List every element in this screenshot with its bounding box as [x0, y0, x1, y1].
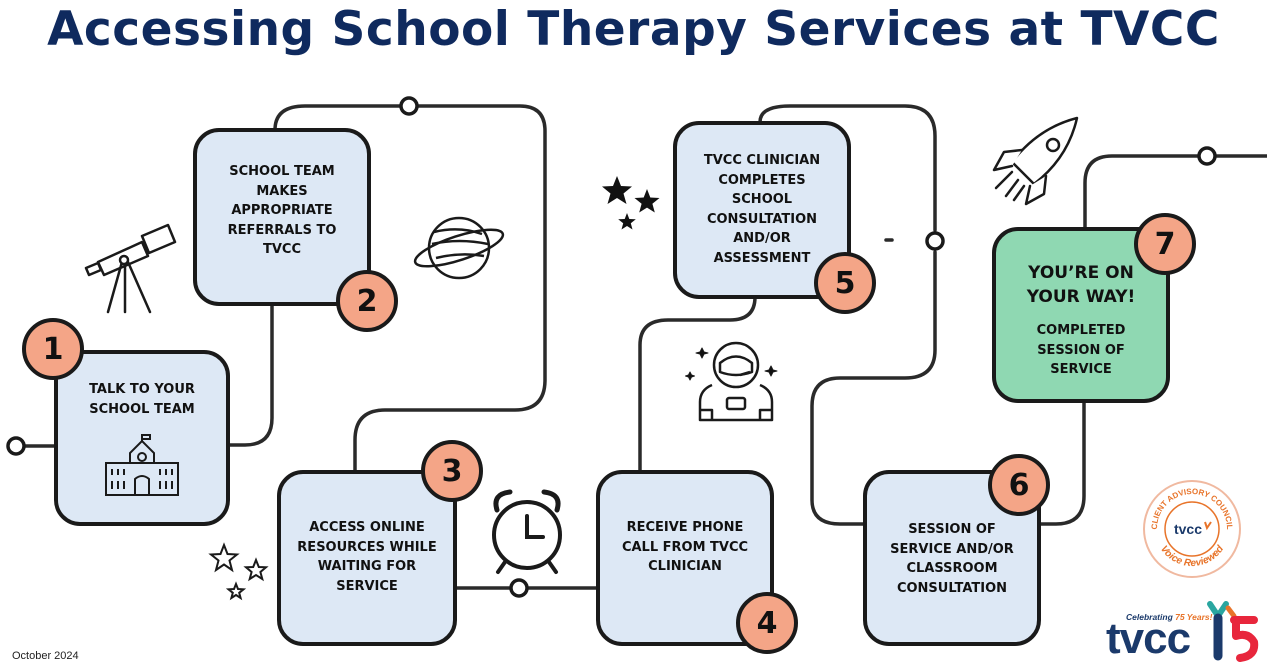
- stars-solid-icon: [602, 176, 660, 230]
- path-node: [6, 436, 26, 456]
- telescope-icon: [84, 223, 177, 314]
- step-text: RECEIVE PHONE CALL FROM TVCC CLINICIAN: [621, 520, 749, 574]
- step-text: ACCESS ONLINE RESOURCES WHILE WAITING FO…: [297, 520, 437, 594]
- path-node: [925, 231, 945, 251]
- date-label: October 2024: [12, 650, 79, 662]
- stars-outline-icon: [208, 542, 269, 601]
- planet-icon: [413, 216, 505, 280]
- step-text: COMPLETED SESSION OF SERVICE: [1036, 323, 1126, 377]
- path-4-5: [638, 295, 757, 472]
- step-number-7: 7: [1134, 213, 1196, 275]
- step-box-6: SESSION OF SERVICE AND/OR CLASSROOM CONS…: [863, 470, 1041, 646]
- path-node: [399, 96, 419, 116]
- step-text: SESSION OF SERVICE AND/OR CLASSROOM CONS…: [890, 522, 1014, 596]
- path-5-top: [758, 104, 937, 232]
- path-2-3: [353, 104, 547, 474]
- step-box-3: ACCESS ONLINE RESOURCES WHILE WAITING FO…: [277, 470, 457, 646]
- rocket-icon: [992, 116, 1079, 206]
- school-building-icon: [105, 434, 179, 496]
- path-6-7: [1038, 401, 1086, 526]
- path-7-top: [1083, 154, 1199, 232]
- path-1-2: [227, 298, 274, 447]
- step-number-1: 1: [22, 318, 84, 380]
- tvcc-75-logo: Celebrating 75 Years! tvcc: [1106, 598, 1264, 664]
- client-advisory-council-seal: CLIENT ADVISORY COUNCIL Voice Reviewed t…: [1141, 478, 1243, 580]
- step-number-4: 4: [736, 592, 798, 654]
- path-2-top: [273, 104, 402, 132]
- alarm-clock-icon: [492, 489, 562, 574]
- path-5-6: [810, 250, 937, 526]
- page-title: Accessing School Therapy Services at TVC…: [47, 2, 1220, 57]
- step-heading: YOU’RE ON YOUR WAY!: [1026, 263, 1136, 307]
- step-number-2: 2: [336, 270, 398, 332]
- step-box-2: SCHOOL TEAM MAKES APPROPRIATE REFERRALS …: [193, 128, 371, 306]
- logo-75-mark-icon: [1207, 601, 1259, 662]
- celebrating-text: Celebrating 75 Years!: [1126, 612, 1213, 622]
- step-number-3: 3: [421, 440, 483, 502]
- step-text: TVCC CLINICIAN COMPLETES SCHOOL CONSULTA…: [703, 153, 821, 266]
- council-center-text: tvcc: [1174, 521, 1202, 537]
- tvcc-wordmark: tvcc: [1106, 614, 1191, 663]
- step-number-5: 5: [814, 252, 876, 314]
- step-number-6: 6: [988, 454, 1050, 516]
- step-text: SCHOOL TEAM MAKES APPROPRIATE REFERRALS …: [227, 164, 337, 257]
- path-node: [1197, 146, 1217, 166]
- council-mark-icon: [1204, 521, 1212, 531]
- step-box-1: TALK TO YOUR SCHOOL TEAM: [54, 350, 230, 526]
- path-node: [509, 578, 529, 598]
- astronaut-icon: [685, 341, 778, 422]
- step-text: TALK TO YOUR SCHOOL TEAM: [89, 382, 195, 417]
